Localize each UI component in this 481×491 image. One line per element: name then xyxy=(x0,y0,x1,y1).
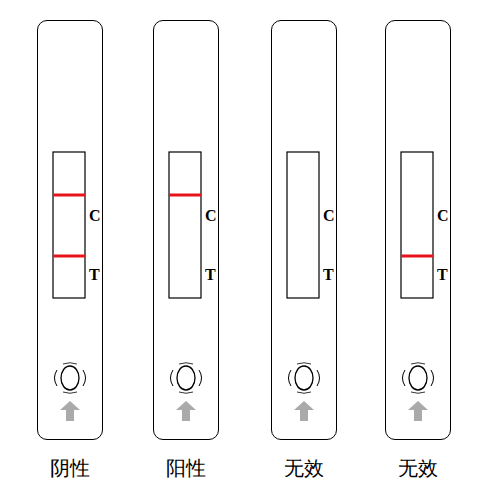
line-label: T xyxy=(323,266,334,284)
line-label: C xyxy=(437,207,449,225)
test-strip: CT阳性 xyxy=(153,20,219,440)
result-caption: 无效 xyxy=(284,456,324,480)
result-window xyxy=(169,152,201,298)
control-line xyxy=(169,194,201,197)
result-window xyxy=(53,152,85,298)
result-window xyxy=(401,152,433,298)
test-line xyxy=(53,255,85,258)
control-line xyxy=(53,194,85,197)
line-label: T xyxy=(89,266,100,284)
line-label: T xyxy=(205,266,216,284)
result-window xyxy=(287,152,319,298)
line-label: C xyxy=(323,207,335,225)
test-strip: CT阴性 xyxy=(37,20,103,440)
test-strip: CT无效 xyxy=(271,20,337,440)
test-line xyxy=(401,255,433,258)
result-caption: 阳性 xyxy=(166,456,206,480)
line-label: C xyxy=(89,207,101,225)
line-label: T xyxy=(437,266,448,284)
result-caption: 无效 xyxy=(398,456,438,480)
test-strip: CT无效 xyxy=(385,20,451,440)
result-caption: 阴性 xyxy=(50,456,90,480)
line-label: C xyxy=(205,207,217,225)
